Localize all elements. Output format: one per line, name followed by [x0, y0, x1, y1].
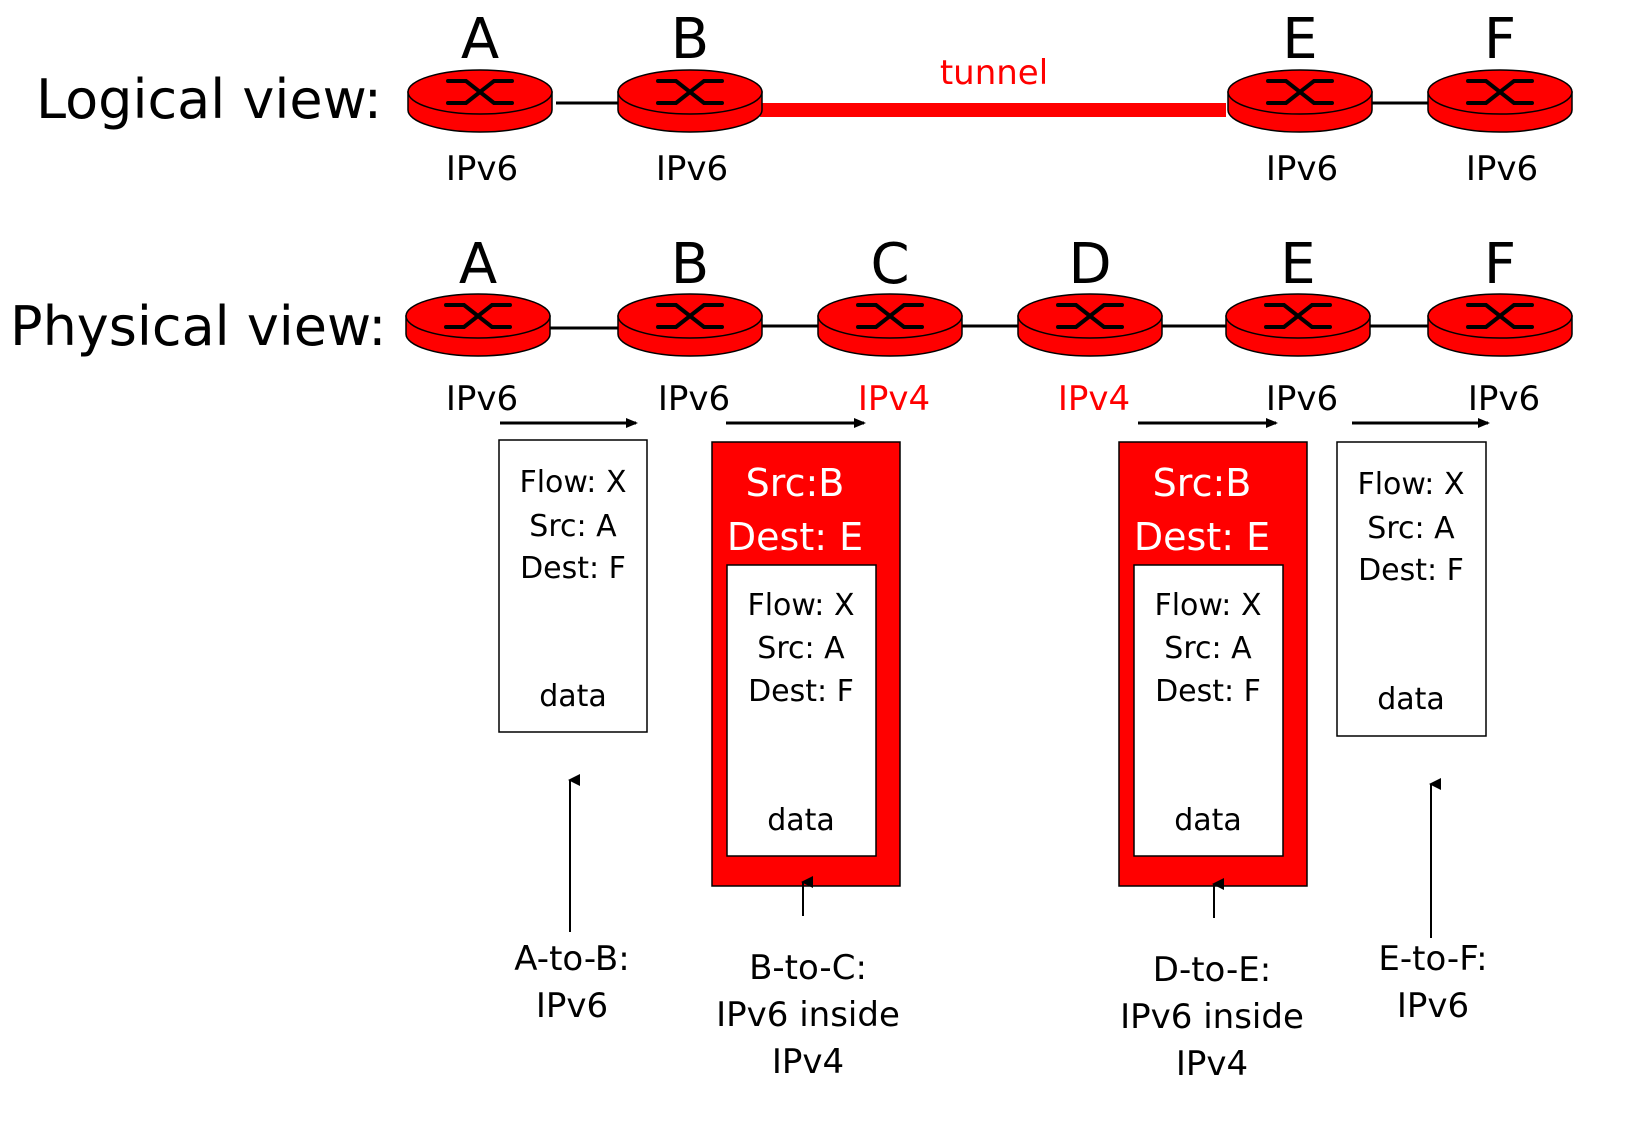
router-protocol-label: IPv6: [1468, 379, 1540, 419]
packet-b-to-c: Src:B Dest: E Flow: X Src: A Dest: F dat…: [711, 441, 901, 887]
outer-src-field: Src:B: [746, 461, 845, 505]
tunnel-label: tunnel: [940, 53, 1048, 93]
flow-field: Flow: X: [1154, 588, 1261, 623]
router-protocol-label: IPv6: [446, 379, 518, 419]
router-symbol-icon: [1466, 79, 1534, 105]
router-letter: E: [1282, 7, 1317, 72]
router-protocol-label: IPv4: [858, 379, 930, 419]
ipv6-datagram-box: [1133, 564, 1284, 857]
data-field: data: [539, 679, 607, 714]
router-symbol-icon: [656, 79, 724, 105]
router-icon: [1427, 293, 1573, 357]
src-field: Src: A: [529, 509, 617, 544]
router-letter: A: [459, 232, 497, 297]
router-icon: [405, 293, 551, 357]
logical-routers: A IPv6 B IPv6 E IPv6 F IPv6: [407, 7, 1573, 189]
outer-dest-field: Dest: E: [1134, 515, 1270, 559]
router-protocol-label: IPv6: [1266, 379, 1338, 419]
physical-routers: A IPv6 B IPv6 C IPv4 D IPv4 E IPv6 F IPv6: [405, 232, 1573, 419]
router-symbol-icon: [1264, 303, 1332, 329]
router-letter: C: [870, 232, 909, 297]
router-protocol-label: IPv4: [1058, 379, 1130, 419]
router-icon: [1225, 293, 1371, 357]
router-letter: F: [1484, 7, 1516, 72]
router-icon: [1017, 293, 1163, 357]
caption-line: IPv4: [772, 1042, 844, 1082]
router-icon: [1427, 69, 1573, 133]
caption-line: IPv4: [1176, 1044, 1248, 1084]
router-protocol-label: IPv6: [1466, 149, 1538, 189]
router-symbol-icon: [444, 303, 512, 329]
flow-field: Flow: X: [1357, 467, 1464, 502]
outer-dest-field: Dest: E: [727, 515, 863, 559]
caption-a-to-b: A-to-B: IPv6: [514, 939, 629, 1026]
src-field: Src: A: [1164, 631, 1252, 666]
src-field: Src: A: [757, 631, 845, 666]
router-icon: [407, 69, 553, 133]
router-protocol-label: IPv6: [656, 149, 728, 189]
logical-view-label: Logical view:: [36, 68, 382, 131]
outer-src-field: Src:B: [1153, 461, 1252, 505]
router-symbol-icon: [856, 303, 924, 329]
dest-field: Dest: F: [748, 674, 854, 709]
router-icon: [817, 293, 963, 357]
flow-field: Flow: X: [519, 465, 626, 500]
flow-field: Flow: X: [747, 588, 854, 623]
caption-line: B-to-C:: [749, 948, 867, 988]
packet-a-to-b: Flow: X Src: A Dest: F data: [498, 439, 648, 733]
router-letter: A: [461, 7, 499, 72]
router-protocol-label: IPv6: [1266, 149, 1338, 189]
router-symbol-icon: [656, 303, 724, 329]
router-symbol-icon: [1466, 303, 1534, 329]
data-field: data: [1377, 682, 1445, 717]
dest-field: Dest: F: [520, 551, 626, 586]
caption-line: IPv6 inside: [716, 995, 900, 1035]
ipv6-datagram-box: [498, 439, 648, 733]
packet-d-to-e: Src:B Dest: E Flow: X Src: A Dest: F dat…: [1118, 441, 1308, 887]
src-field: Src: A: [1367, 511, 1455, 546]
router-symbol-icon: [1056, 303, 1124, 329]
ipv6-datagram-box: [1336, 441, 1487, 737]
router-letter: E: [1280, 232, 1315, 297]
data-field: data: [1174, 803, 1242, 838]
caption-line: IPv6 inside: [1120, 997, 1304, 1037]
caption-b-to-c: B-to-C: IPv6 inside IPv4: [716, 948, 900, 1082]
router-letter: D: [1068, 232, 1111, 297]
router-letter: F: [1484, 232, 1516, 297]
physical-view-label: Physical view:: [10, 295, 386, 358]
caption-e-to-f: E-to-F: IPv6: [1378, 939, 1487, 1026]
router-symbol-icon: [1266, 79, 1334, 105]
caption-d-to-e: D-to-E: IPv6 inside IPv4: [1120, 950, 1304, 1084]
caption-line: E-to-F:: [1378, 939, 1487, 979]
dest-field: Dest: F: [1155, 674, 1261, 709]
packet-e-to-f: Flow: X Src: A Dest: F data: [1336, 441, 1487, 737]
router-symbol-icon: [446, 79, 514, 105]
caption-line: A-to-B:: [514, 939, 629, 979]
router-letter: B: [671, 7, 709, 72]
caption-line: D-to-E:: [1153, 950, 1271, 990]
router-protocol-label: IPv6: [446, 149, 518, 189]
dest-field: Dest: F: [1358, 553, 1464, 588]
router-icon: [1227, 69, 1373, 133]
router-icon: [617, 293, 763, 357]
router-icon: [617, 69, 763, 133]
router-protocol-label: IPv6: [658, 379, 730, 419]
data-field: data: [767, 803, 835, 838]
ipv6-datagram-box: [726, 564, 877, 857]
router-letter: B: [671, 232, 709, 297]
caption-line: IPv6: [536, 986, 608, 1026]
caption-line: IPv6: [1397, 986, 1469, 1026]
